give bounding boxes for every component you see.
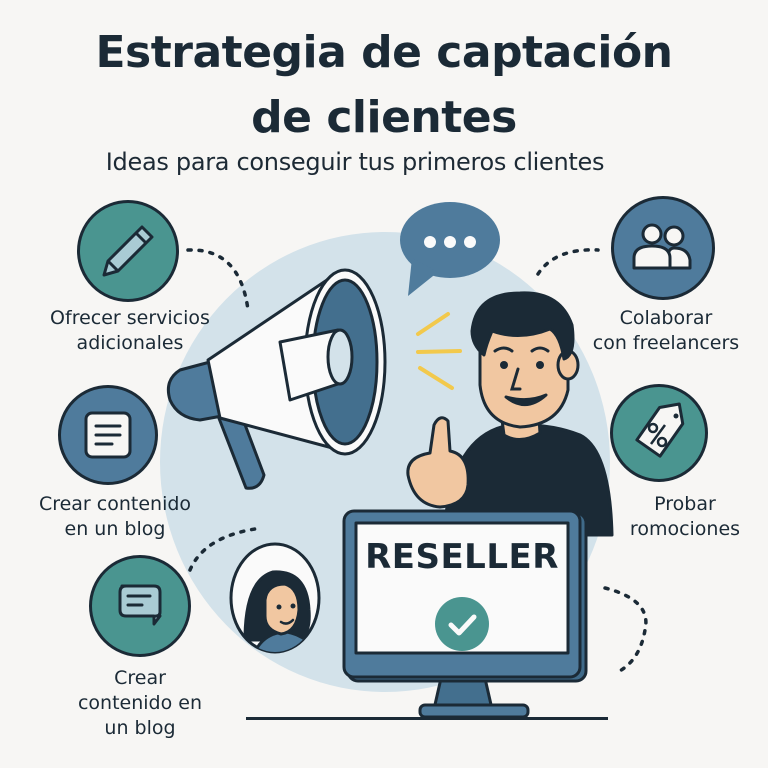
- strategy-label-ofrecer-servicios: Ofrecer servicios adicionales: [50, 307, 210, 354]
- sound-rays: [416, 312, 462, 390]
- pencil-icon: [102, 225, 154, 277]
- strategy-icon-colaborar-freelancers: [611, 196, 715, 300]
- people-icon: [632, 223, 692, 270]
- page-subtitle: Ideas para conseguir tus primeros client…: [105, 148, 605, 176]
- man-illustration: [406, 291, 614, 537]
- monitor-screen-text: RESELLER: [365, 537, 559, 577]
- woman-avatar: [227, 540, 323, 656]
- chat-bubble-icon: [118, 584, 162, 626]
- strategy-icon-crear-contenido-blog-2: [89, 555, 191, 657]
- page-title-line-1: Estrategia de captación: [95, 27, 674, 78]
- checkmark-icon: [435, 597, 489, 651]
- discount-tag-icon: [635, 402, 685, 458]
- speech-bubble: [398, 200, 502, 300]
- strategy-icon-crear-contenido-blog: [58, 385, 158, 485]
- monitor: RESELLER: [342, 509, 590, 719]
- ground-line: [246, 717, 608, 720]
- document-icon: [84, 411, 132, 459]
- page-title-line-2: de clientes: [251, 92, 517, 143]
- strategy-label-crear-contenido-blog-2: Crear contenido en un blog: [77, 667, 203, 739]
- strategy-icon-probar-promociones: [610, 384, 708, 482]
- strategy-label-crear-contenido-blog: Crear contenido en un blog: [38, 493, 192, 540]
- strategy-label-colaborar-freelancers: Colaborar con freelancers: [592, 307, 740, 354]
- strategy-icon-ofrecer-servicios: [77, 200, 179, 302]
- strategy-label-probar-promociones: Probar romociones: [629, 493, 741, 540]
- megaphone-illustration: [166, 268, 387, 490]
